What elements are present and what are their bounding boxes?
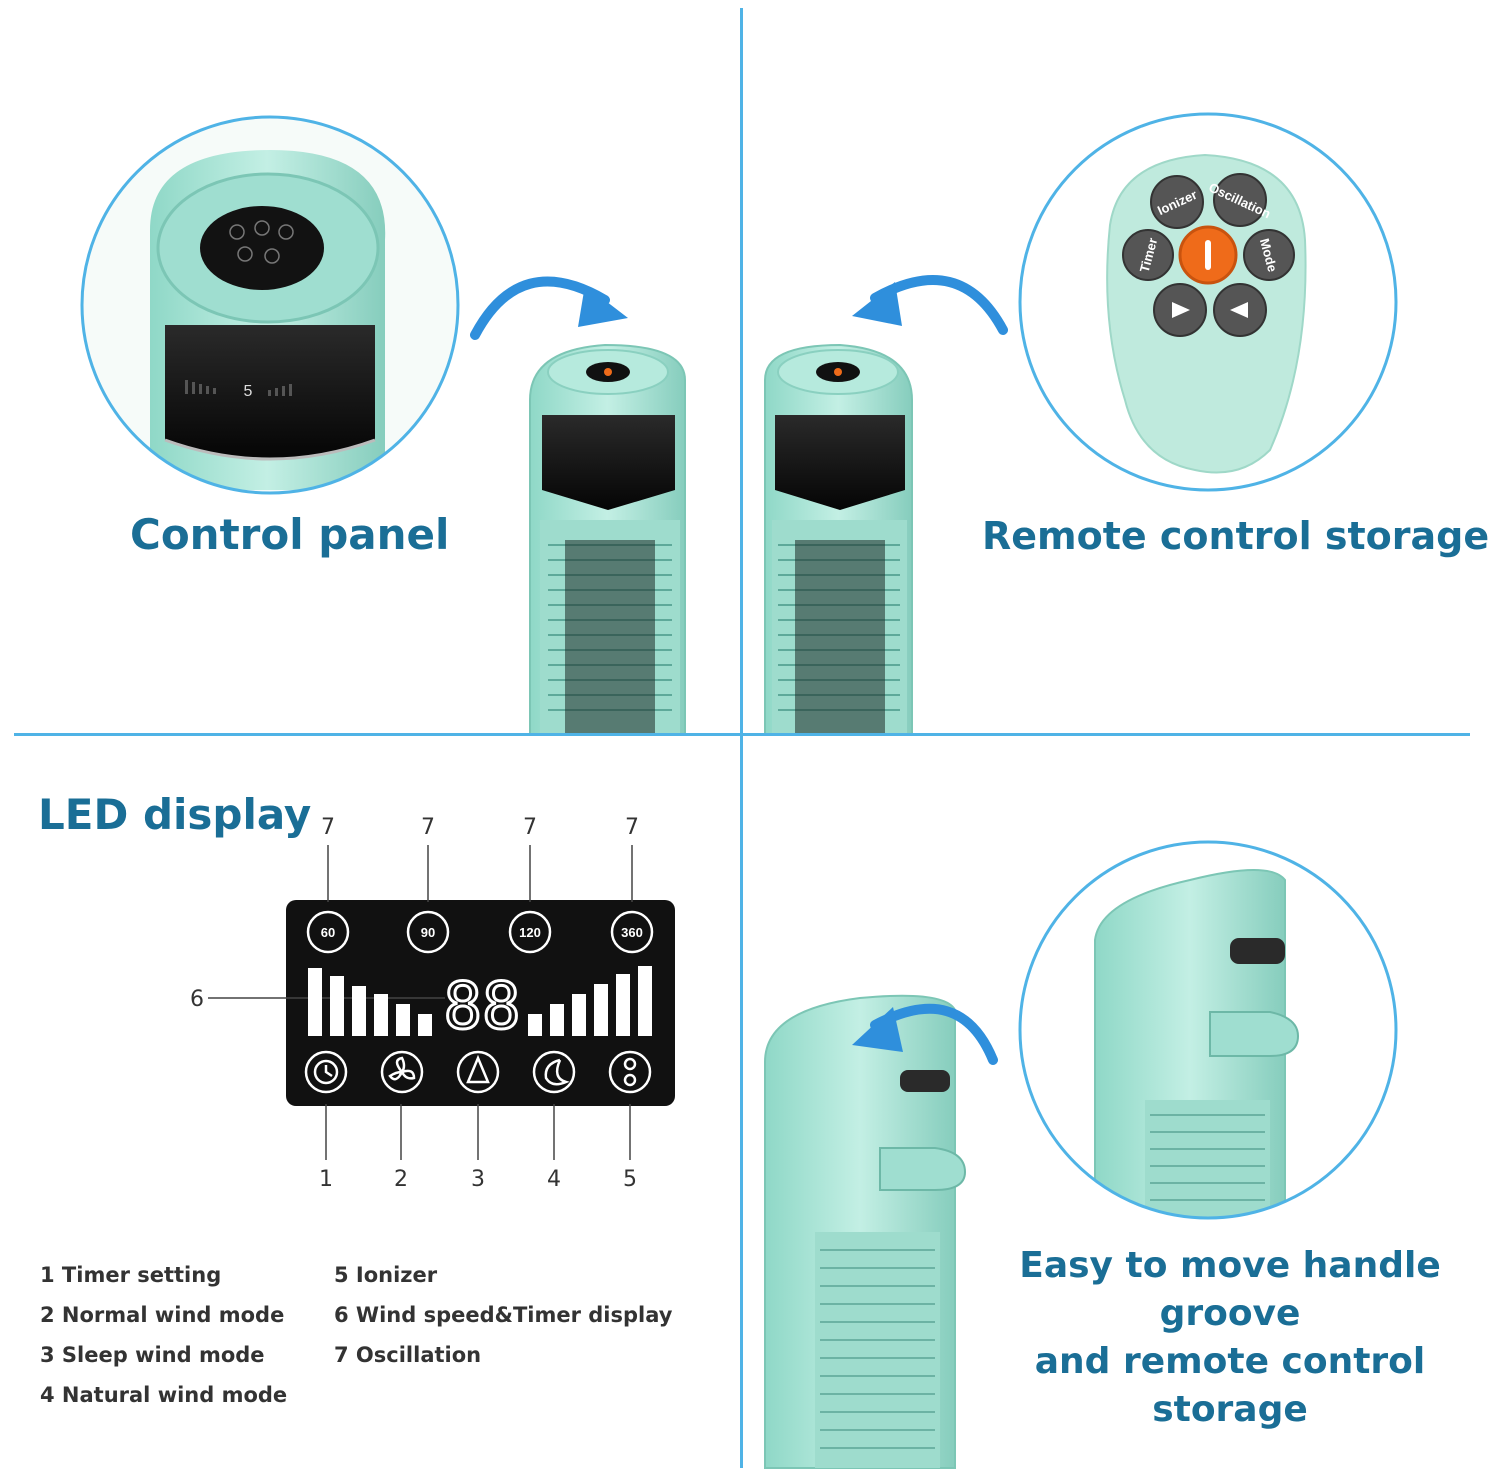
remote-zoom: Ionizer Oscillation Timer Mode (1018, 112, 1398, 492)
wind-speed-bars (308, 966, 652, 1036)
legend-item: 1 Timer setting (40, 1263, 222, 1287)
horizontal-divider (14, 733, 1470, 736)
callout-7: 7 (625, 815, 639, 840)
zoom-circle (1018, 112, 1398, 492)
callout-7: 7 (321, 815, 335, 840)
callout-6: 6 (190, 987, 204, 1012)
callout-1: 1 (319, 1167, 333, 1192)
callout-5: 5 (623, 1167, 637, 1192)
callout-3: 3 (471, 1167, 485, 1192)
led-display-title: LED display (38, 790, 312, 839)
curved-arrow-icon (852, 1003, 998, 1065)
handle-groove-title: Easy to move handle groove and remote co… (972, 1242, 1488, 1434)
zoom-circle (1018, 840, 1398, 1220)
badge-120: 120 (519, 925, 541, 940)
legend-item: 2 Normal wind mode (40, 1303, 285, 1327)
callout-7: 7 (421, 815, 435, 840)
segment-digits: 88 (443, 970, 520, 1044)
legend-item: 5 Ionizer (334, 1263, 438, 1287)
clock-icon (304, 1050, 348, 1094)
ionizer-icon (608, 1050, 652, 1094)
fan-tower-handle (764, 994, 967, 1469)
led-display-panel: 60 90 120 360 88 (208, 845, 675, 1160)
remote-timer-button (1122, 229, 1174, 281)
sleep-icon (456, 1050, 500, 1094)
legend-item: 4 Natural wind mode (40, 1383, 288, 1407)
fan-tower-right (764, 343, 913, 736)
callout-4: 4 (547, 1167, 561, 1192)
moon-icon (532, 1050, 576, 1094)
callout-2: 2 (394, 1167, 408, 1192)
handle-groove-title-line2: and remote control storage (1034, 1341, 1426, 1430)
remote-storage-title: Remote control storage (982, 514, 1490, 558)
control-panel-zoom: 5 (80, 115, 460, 495)
remote-oscillation-button (1213, 173, 1267, 227)
callout-7: 7 (523, 815, 537, 840)
remote-mode-button (1243, 229, 1295, 281)
vertical-divider (740, 8, 743, 1468)
zoom-circle (80, 115, 460, 495)
handle-zoom (1018, 840, 1398, 1220)
handle-groove-title-line1: Easy to move handle groove (1019, 1245, 1441, 1334)
legend-item: 6 Wind speed&Timer display (334, 1303, 673, 1327)
curved-arrow-icon (852, 275, 1008, 335)
fan-tower-left (529, 343, 686, 736)
remote-ionizer-button (1150, 175, 1204, 229)
badge-360: 360 (621, 925, 643, 940)
control-panel-title: Control panel (130, 510, 450, 559)
badge-60: 60 (321, 925, 335, 940)
control-panel-digit: 5 (244, 383, 253, 400)
curved-arrow-icon (470, 276, 628, 340)
fan-icon (380, 1050, 424, 1094)
legend-item: 3 Sleep wind mode (40, 1343, 265, 1367)
legend-item: 7 Oscillation (334, 1343, 482, 1367)
badge-90: 90 (421, 925, 435, 940)
